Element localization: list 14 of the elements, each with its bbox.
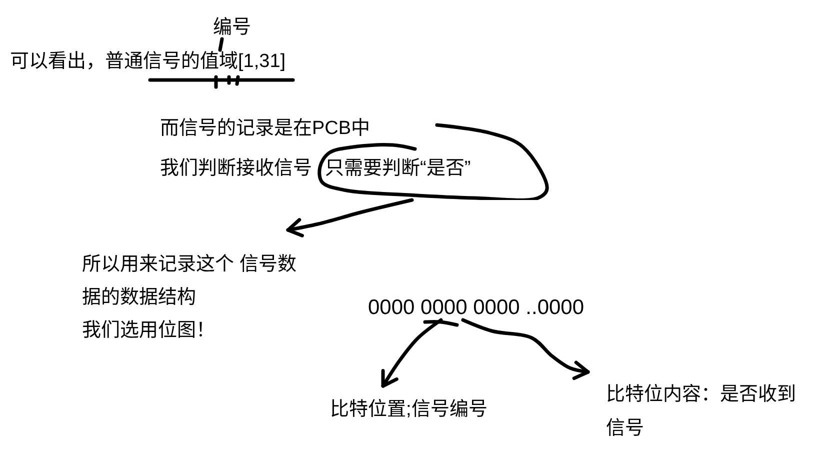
bit-string: 0000 0000 0000 ..0000 bbox=[368, 296, 584, 320]
annotation-label: 编号 bbox=[213, 17, 251, 39]
note-text: 而信号的记录是在PCB中 bbox=[160, 118, 370, 140]
hand-drawn-arrow bbox=[461, 318, 590, 380]
hand-drawn-arrow bbox=[381, 318, 443, 388]
annotation-label: 比特位置;信号编号 bbox=[330, 398, 488, 422]
hand-drawn-line bbox=[218, 37, 224, 52]
annotation-label: 比特位内容：是否收到信号 bbox=[606, 383, 797, 441]
note-text: 我们选用位图！ bbox=[82, 319, 215, 343]
note-text: 我们判断接收信号 bbox=[160, 158, 312, 180]
circled-text: 只需要判断“是否” bbox=[325, 158, 471, 180]
note-text: 所以用来记录这个 信号数据的数据结构 bbox=[82, 253, 298, 310]
note-text: 可以看出，普通信号的值域[1,31] bbox=[10, 50, 286, 74]
hand-drawn-arrow bbox=[286, 198, 414, 238]
